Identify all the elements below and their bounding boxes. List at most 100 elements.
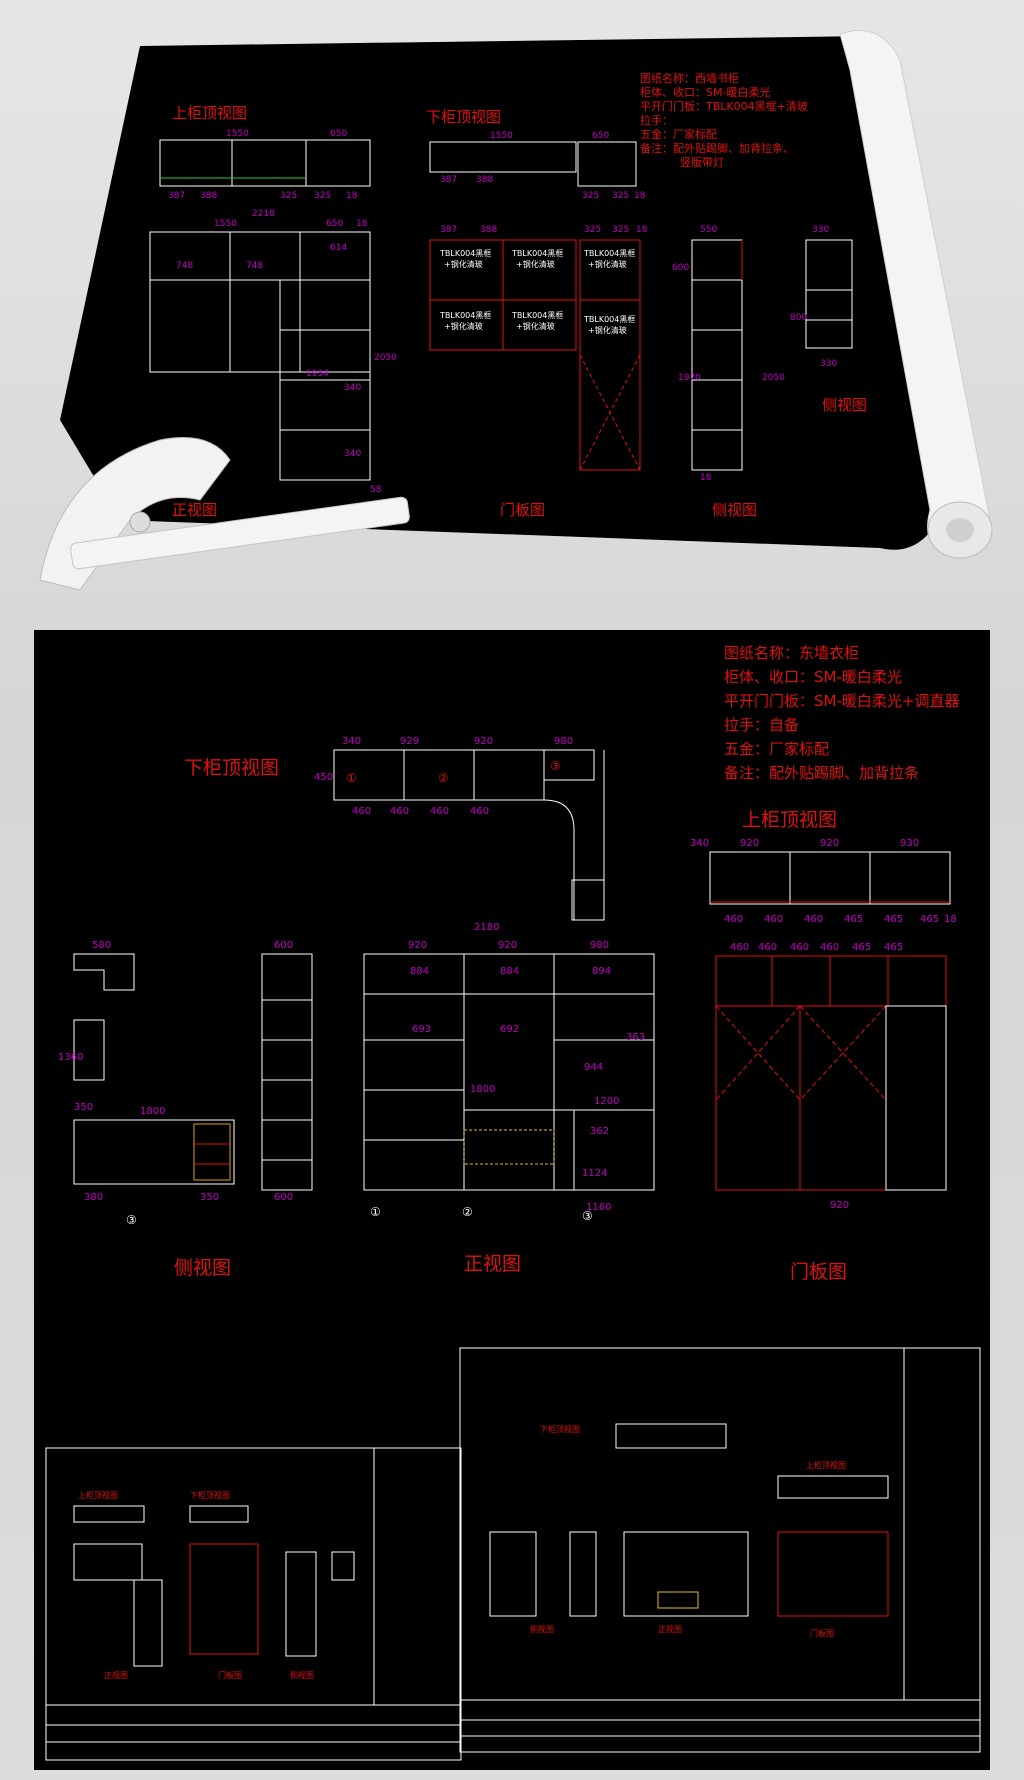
svg-text:388: 388 — [480, 225, 497, 235]
svg-text:下柜顶视图: 下柜顶视图 — [540, 1424, 580, 1434]
svg-text:614: 614 — [330, 243, 347, 253]
svg-text:平开门门板：SM-暖白柔光+调直器: 平开门门板：SM-暖白柔光+调直器 — [724, 692, 959, 710]
svg-text:460: 460 — [758, 942, 777, 953]
svg-text:1800: 1800 — [470, 1084, 495, 1095]
svg-text:388: 388 — [476, 175, 493, 185]
svg-text:340: 340 — [344, 449, 361, 459]
svg-text:692: 692 — [500, 1024, 519, 1035]
svg-text:图纸名称：东墙衣柜: 图纸名称：东墙衣柜 — [724, 644, 859, 662]
svg-text:460: 460 — [764, 914, 783, 925]
svg-text:1550: 1550 — [226, 129, 249, 139]
svg-text:325: 325 — [314, 191, 331, 201]
info-line: 拉手： — [640, 113, 673, 127]
svg-text:920: 920 — [498, 940, 517, 951]
protractor-icon — [39, 437, 410, 591]
label-side-view: 侧视图 — [712, 501, 757, 519]
svg-text:600: 600 — [274, 940, 293, 951]
svg-text:侧视图: 侧视图 — [530, 1624, 554, 1634]
svg-text:③: ③ — [126, 1213, 137, 1227]
svg-text:460: 460 — [730, 942, 749, 953]
svg-text:325: 325 — [280, 191, 297, 201]
svg-text:748: 748 — [176, 261, 193, 271]
svg-text:460: 460 — [724, 914, 743, 925]
label-lower-top-view: 下柜顶视图 — [426, 108, 501, 126]
svg-text:930: 930 — [900, 838, 919, 849]
svg-text:350: 350 — [74, 1102, 93, 1113]
info-block-2: 图纸名称：东墙衣柜 柜体、收口：SM-暖白柔光 平开门门板：SM-暖白柔光+调直… — [724, 644, 959, 782]
svg-text:+钢化清玻: +钢化清玻 — [444, 321, 483, 331]
svg-text:693: 693 — [412, 1024, 431, 1035]
door-view-2 — [715, 955, 947, 1191]
panel-rolled-drawing: 图纸名称：西墙书柜 柜体、收口：SM-暖白柔光 平开门门板：TBLK004黑框+… — [39, 29, 993, 591]
svg-text:+钢化清玻: +钢化清玻 — [516, 321, 555, 331]
svg-text:944: 944 — [584, 1062, 603, 1073]
svg-text:+钢化清玻: +钢化清玻 — [588, 259, 627, 269]
svg-text:650: 650 — [592, 131, 609, 141]
svg-text:460: 460 — [820, 942, 839, 953]
panel-flat-drawing: 图纸名称：东墙衣柜 柜体、收口：SM-暖白柔光 平开门门板：SM-暖白柔光+调直… — [34, 630, 990, 1320]
svg-text:18: 18 — [636, 225, 648, 235]
svg-text:18: 18 — [346, 191, 358, 201]
svg-text:2050: 2050 — [762, 373, 785, 383]
panel-sheet-thumbnails: 上柜顶视图 下柜顶视图 正视图 门板图 侧视图 下柜顶视图 上柜顶视图 侧视图 … — [34, 1320, 990, 1770]
svg-text:TBLK004黑框: TBLK004黑框 — [511, 248, 563, 258]
svg-text:330: 330 — [812, 225, 829, 235]
svg-text:600: 600 — [672, 263, 689, 273]
svg-text:拉手：自备: 拉手：自备 — [724, 716, 799, 734]
side-view-1 — [691, 239, 743, 471]
svg-text:920: 920 — [830, 1200, 849, 1211]
thumbnail-sheet-1 — [45, 1447, 462, 1761]
info-line: 竖版带灯 — [680, 155, 724, 169]
lower-top-view-2 — [333, 749, 605, 921]
svg-text:363: 363 — [626, 1032, 645, 1043]
svg-text:980: 980 — [554, 736, 573, 747]
svg-text:1550: 1550 — [214, 219, 237, 229]
label-front-view-2: 正视图 — [464, 1253, 521, 1275]
svg-text:380: 380 — [84, 1192, 103, 1203]
svg-text:TBLK004黑框: TBLK004黑框 — [583, 248, 635, 258]
svg-text:650: 650 — [326, 219, 343, 229]
label-front-view: 正视图 — [172, 501, 217, 519]
svg-text:387: 387 — [168, 191, 185, 201]
svg-text:929: 929 — [400, 736, 419, 747]
label-upper-top-view-2: 上柜顶视图 — [742, 809, 837, 831]
svg-text:460: 460 — [790, 942, 809, 953]
svg-text:325: 325 — [612, 225, 629, 235]
svg-text:460: 460 — [804, 914, 823, 925]
svg-text:580: 580 — [92, 940, 111, 951]
svg-text:325: 325 — [584, 225, 601, 235]
info-line: 五金：厂家标配 — [640, 127, 717, 141]
svg-text:①: ① — [346, 771, 357, 785]
svg-text:58: 58 — [370, 485, 382, 495]
info-line: 备注：配外贴踢脚、加背拉条、 — [640, 141, 794, 155]
label-door-view-2: 门板图 — [790, 1261, 847, 1283]
svg-text:980: 980 — [590, 940, 609, 951]
info-block: 图纸名称：西墙书柜 柜体、收口：SM-暖白柔光 平开门门板：TBLK004黑框+… — [640, 71, 808, 169]
svg-text:325: 325 — [582, 191, 599, 201]
svg-text:18: 18 — [700, 473, 712, 483]
svg-text:TBLK004黑框: TBLK004黑框 — [511, 310, 563, 320]
svg-text:1800: 1800 — [140, 1106, 165, 1117]
svg-text:②: ② — [438, 771, 449, 785]
svg-text:③: ③ — [550, 759, 561, 773]
svg-text:340: 340 — [690, 838, 709, 849]
svg-text:465: 465 — [920, 914, 939, 925]
thumbnail-sheet-2 — [459, 1347, 981, 1753]
svg-text:备注：配外贴踢脚、加背拉条: 备注：配外贴踢脚、加背拉条 — [724, 764, 919, 782]
svg-text:+钢化清玻: +钢化清玻 — [588, 325, 627, 335]
svg-text:18: 18 — [944, 914, 957, 925]
side-view-2 — [805, 239, 853, 349]
svg-text:上柜顶视图: 上柜顶视图 — [78, 1490, 118, 1500]
svg-text:550: 550 — [700, 225, 717, 235]
svg-text:2218: 2218 — [252, 209, 275, 219]
label-upper-top-view: 上柜顶视图 — [172, 104, 247, 122]
label-side-view-2: 侧视图 — [822, 396, 867, 414]
svg-text:②: ② — [462, 1205, 473, 1219]
svg-text:465: 465 — [884, 942, 903, 953]
svg-text:下柜顶视图: 下柜顶视图 — [190, 1490, 230, 1500]
svg-text:1160: 1160 — [586, 1202, 611, 1213]
drawing-sheet-2 — [34, 630, 990, 1320]
drawing-sheet — [60, 36, 950, 550]
svg-text:450: 450 — [314, 772, 333, 783]
svg-text:门板图: 门板图 — [810, 1628, 834, 1638]
